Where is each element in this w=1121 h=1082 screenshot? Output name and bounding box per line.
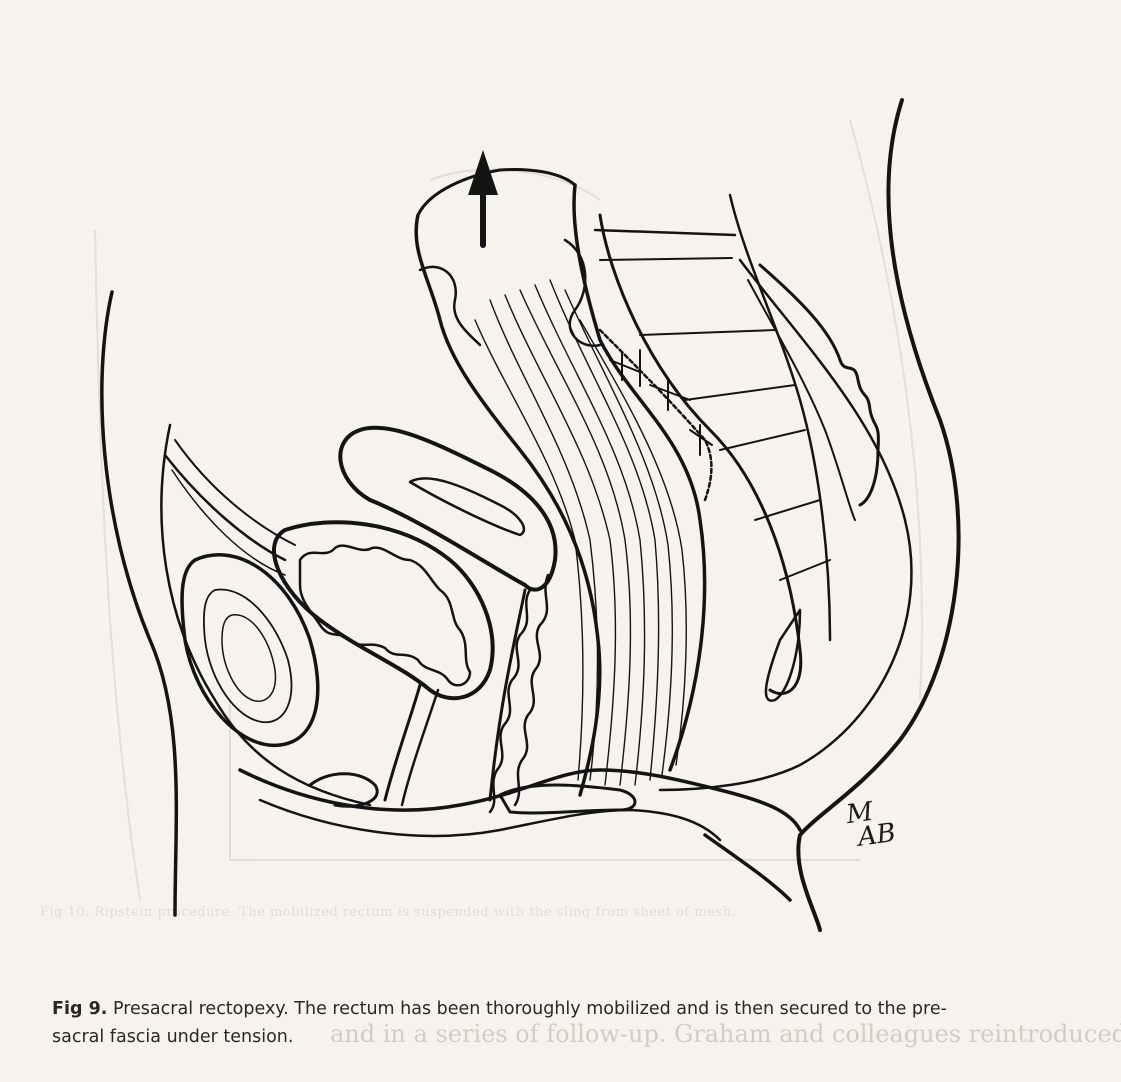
rectus-muscle-band	[165, 455, 285, 560]
vertebra-line-1	[640, 330, 775, 335]
pubic-bone-inner-2	[222, 615, 275, 701]
anatomical-illustration	[0, 0, 1121, 990]
vertebra-line-3	[720, 430, 805, 450]
caption-text-line-1: Presacral rectopexy. The rectum has been…	[113, 999, 947, 1019]
spine-top-line-2	[600, 258, 732, 260]
rectus-muscle-band-2	[175, 440, 295, 545]
caption-text-line-2: sacral fascia under tension.	[52, 1027, 293, 1047]
spinal-process-inner	[748, 280, 855, 520]
rectum-fold-left	[420, 267, 480, 345]
urethra-inner	[402, 690, 438, 805]
abdominal-wall-outline	[102, 292, 176, 915]
sacrum-posterior	[730, 195, 830, 640]
vertebra-line-5	[780, 560, 830, 580]
gluteal-line	[705, 835, 790, 900]
perineal-body	[500, 785, 635, 813]
vertebra-line-2	[685, 385, 795, 400]
figure-caption: Fig 9. Presacral rectopexy. The rectum h…	[52, 995, 1062, 1051]
posterior-inner-wall	[660, 260, 911, 790]
perineal-floor-inner	[260, 800, 720, 840]
spinal-process-edge	[760, 265, 878, 505]
vaginal-wall-inner-rugae	[490, 590, 530, 812]
urethra	[385, 685, 420, 800]
artist-signature: M AB	[845, 797, 897, 851]
inner-abdominal-wall	[161, 425, 370, 805]
pubic-bone-outline	[182, 555, 318, 746]
spine-top-line	[595, 230, 735, 235]
rectum-fold-right	[565, 240, 600, 346]
bladder-rugae	[300, 546, 470, 686]
figure-label: Fig 9.	[52, 999, 107, 1019]
